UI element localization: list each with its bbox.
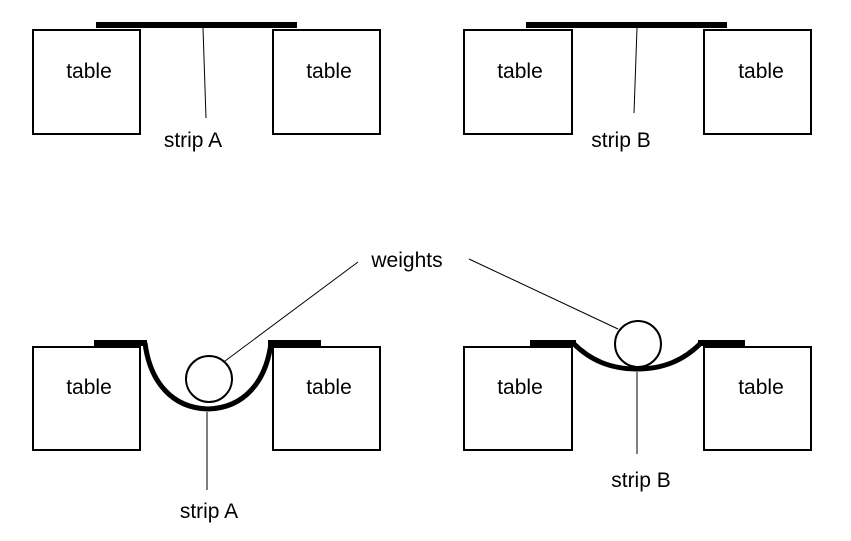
strip-a-bent — [142, 342, 274, 412]
weight-ball-b — [614, 320, 662, 368]
table-label: table — [497, 60, 543, 83]
strip-b-label: strip B — [611, 469, 671, 492]
strip-a-label: strip A — [180, 500, 238, 523]
weight-ball-a — [185, 355, 233, 403]
strip-b-label: strip B — [591, 129, 651, 152]
table-label: table — [738, 376, 784, 399]
table-left — [463, 29, 573, 135]
table-right — [272, 29, 381, 135]
table-label: table — [497, 376, 543, 399]
strip-a-label: strip A — [164, 129, 222, 152]
table-label: table — [66, 60, 112, 83]
table-right — [703, 346, 812, 451]
table-label: table — [738, 60, 784, 83]
panel-strip-a-unloaded: table table strip A — [32, 22, 381, 152]
strip-b-leader-line — [633, 27, 638, 114]
panel-strip-a-loaded: table table strip A — [32, 340, 381, 523]
table-label: table — [306, 60, 352, 83]
table-label: table — [306, 376, 352, 399]
table-label: table — [66, 376, 112, 399]
table-right — [272, 346, 381, 451]
table-right — [703, 29, 812, 135]
strip-a-leader-line — [202, 27, 207, 119]
weights-leader-line-b — [468, 258, 619, 330]
weights-callout: weights — [220, 249, 619, 365]
table-left — [32, 29, 141, 135]
panel-strip-b-loaded: table table strip B — [463, 320, 812, 492]
weights-label: weights — [370, 249, 442, 272]
table-left — [32, 346, 141, 451]
strip-b-bent — [571, 341, 703, 372]
weights-leader-line-a — [220, 261, 359, 365]
table-left — [463, 346, 573, 451]
panel-strip-b-unloaded: table table strip B — [463, 22, 812, 152]
